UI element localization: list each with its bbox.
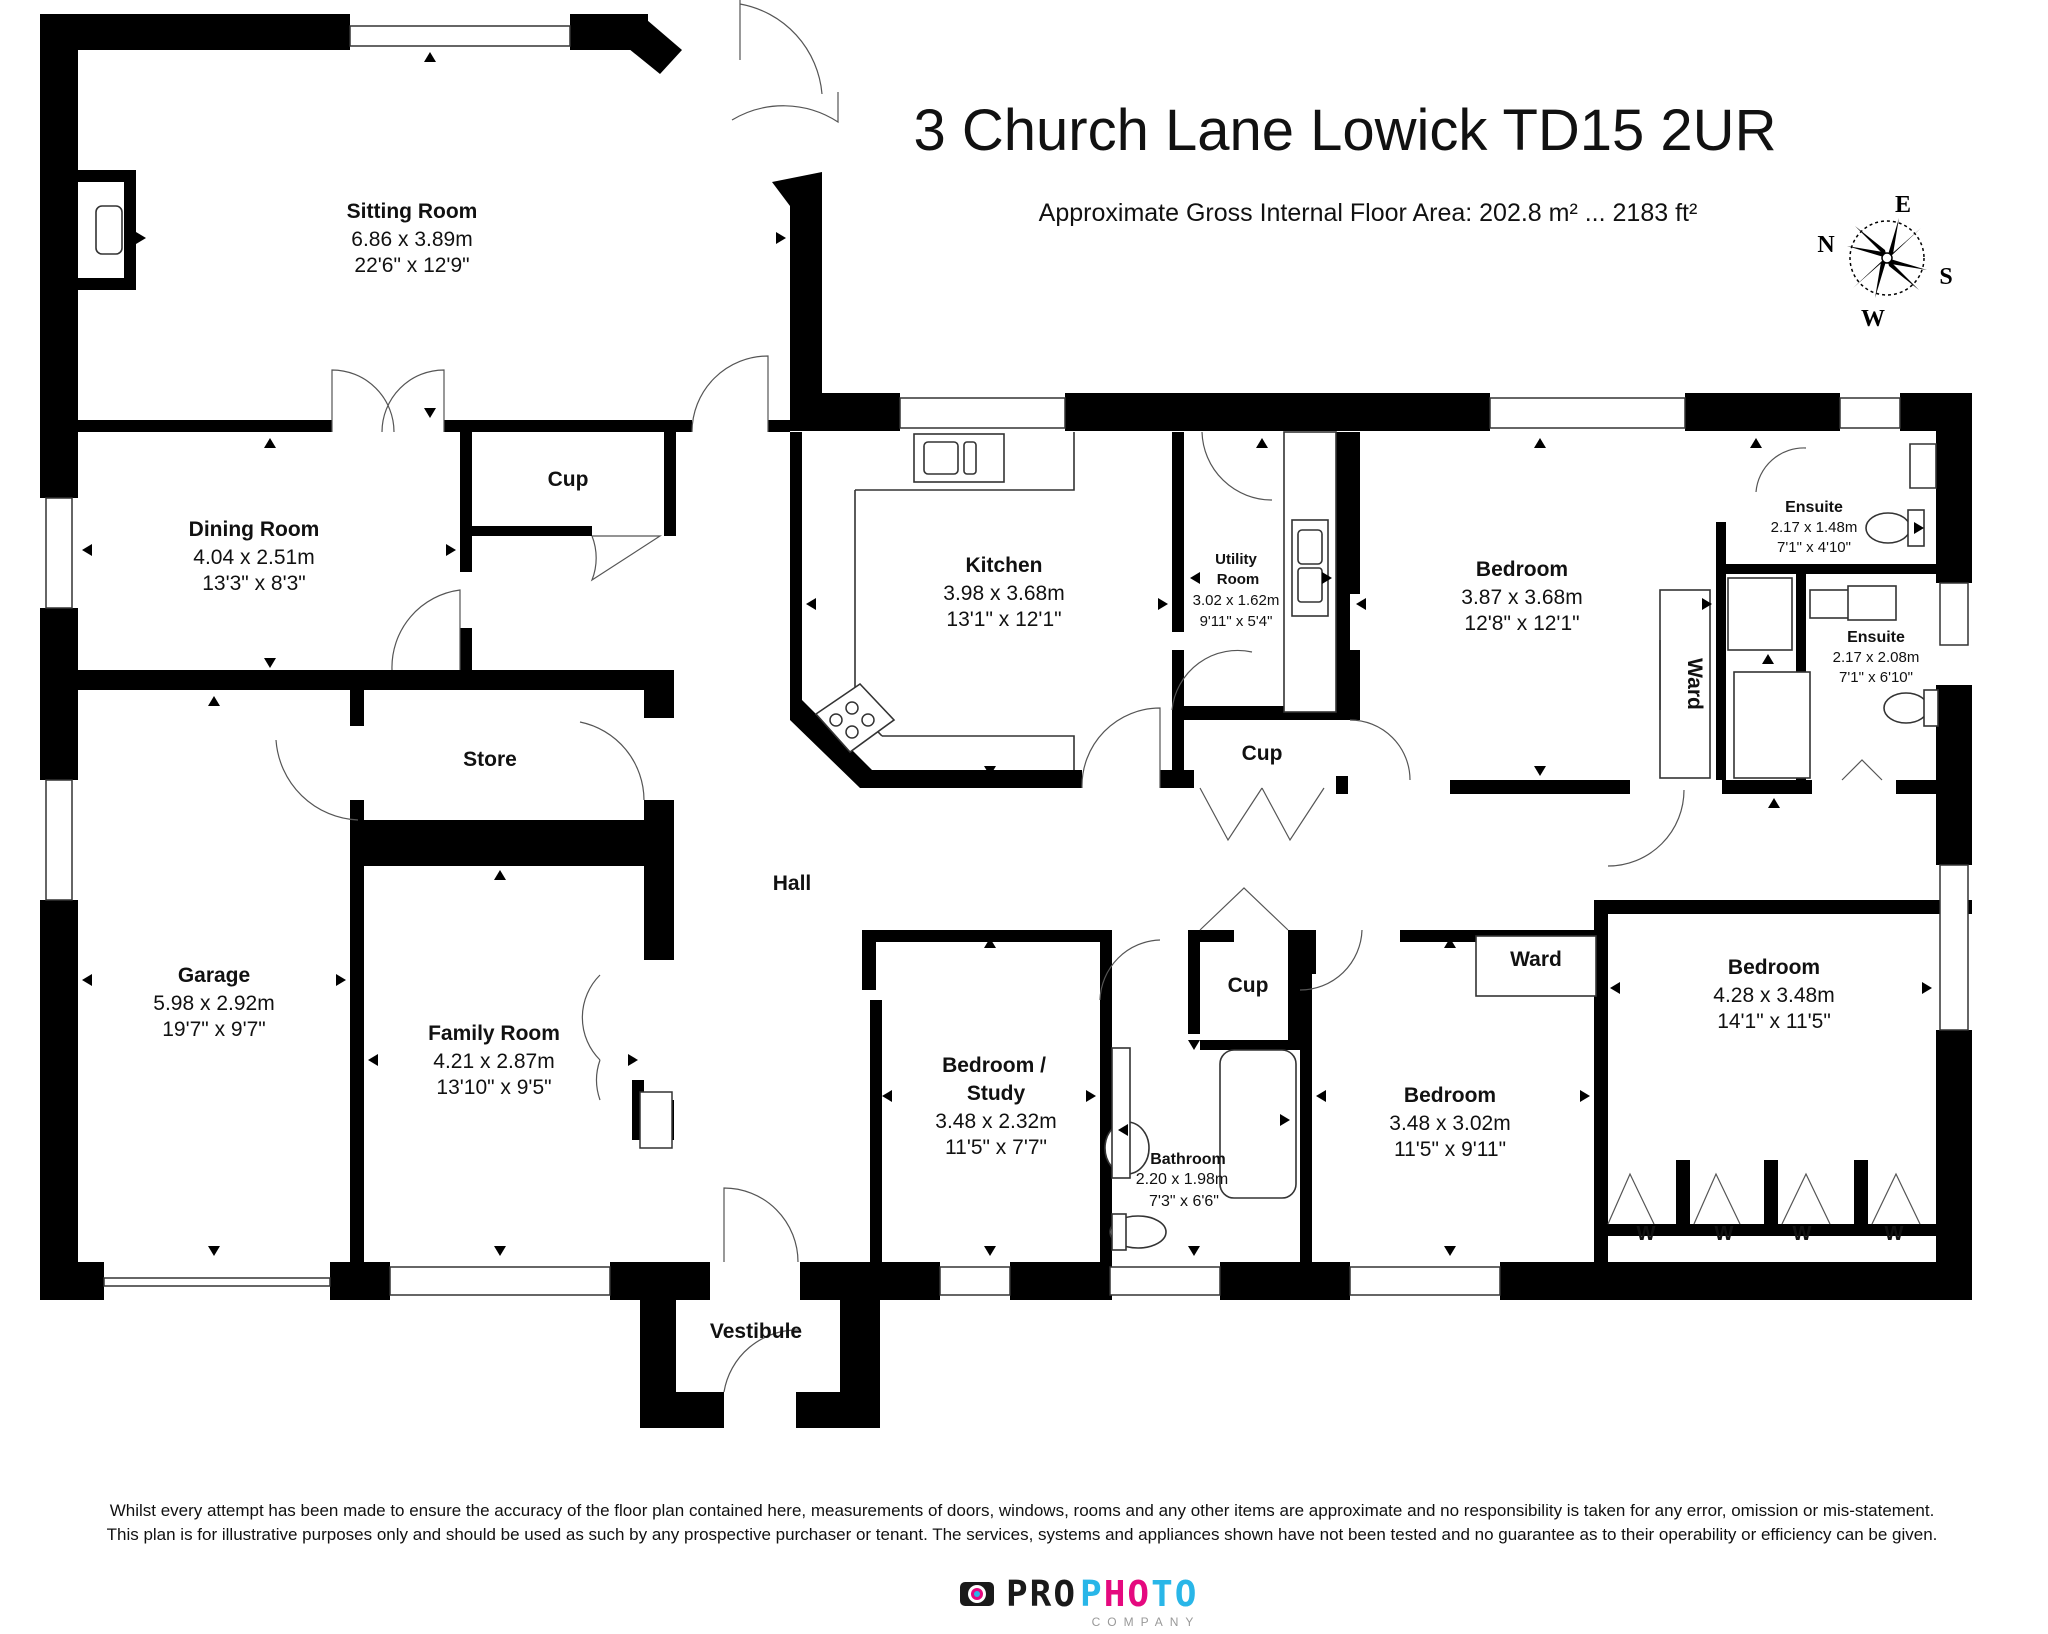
plan-title: 3 Church Lane Lowick TD15 2UR (914, 98, 1777, 163)
room-family: Family Room 4.21 x 2.87m 13'10" x 9'5" (428, 1022, 560, 1099)
room-bathroom: Bathroom 2.20 x 1.98m 7'3" x 6'6" (1136, 1151, 1229, 1210)
wardrobe-w-2: W (1715, 1223, 1734, 1245)
room-metric: 2.20 x 1.98m (1136, 1171, 1229, 1188)
wardrobe-w-3: W (1793, 1223, 1812, 1245)
room-imperial: 7'1" x 4'10" (1777, 539, 1851, 556)
room-imperial: 11'5" x 9'11" (1394, 1138, 1506, 1161)
room-metric: 3.87 x 3.68m (1461, 586, 1582, 609)
dimension-markers (82, 52, 1932, 1256)
room-dining: Dining Room 4.04 x 2.51m 13'3" x 8'3" (189, 518, 320, 595)
logo-photo: PHOTO (1080, 1574, 1198, 1615)
room-metric: 3.48 x 2.32m (935, 1110, 1056, 1133)
room-metric: 2.17 x 1.48m (1771, 519, 1858, 536)
room-imperial: 12'8" x 12'1" (1464, 612, 1579, 635)
fixtures (95, 205, 1939, 1251)
room-name: Utility (1215, 551, 1257, 568)
room-bedroom-2: Bedroom 3.48 x 3.02m 11'5" x 9'11" (1389, 1084, 1510, 1161)
room-garage: Garage 5.98 x 2.92m 19'7" x 9'7" (153, 964, 274, 1041)
room-metric: 3.98 x 3.68m (943, 582, 1064, 605)
fireplace-icon (95, 205, 123, 255)
room-ensuite-1: Ensuite 2.17 x 1.48m 7'1" x 4'10" (1771, 499, 1858, 556)
room-imperial: 7'1" x 6'10" (1839, 669, 1913, 686)
room-imperial: 13'1" x 12'1" (946, 608, 1061, 631)
compass-east-label: E (1895, 192, 1911, 218)
room-imperial: 22'6" x 12'9" (354, 254, 469, 277)
room-cup-3: Cup (1228, 974, 1269, 997)
prophoto-logo: PRO PHOTO COMPANY (960, 1574, 1201, 1629)
wardrobe-w-1: W (1637, 1223, 1656, 1245)
compass-south-label: S (1939, 264, 1952, 290)
room-metric: 4.21 x 2.87m (433, 1050, 554, 1073)
room-metric: 4.04 x 2.51m (193, 546, 314, 569)
room-store: Store (463, 748, 517, 771)
room-name: Dining Room (189, 518, 320, 541)
compass-icon (1847, 218, 1927, 298)
room-vestibule: Vestibule (710, 1320, 802, 1343)
toilet-icon (1865, 512, 1911, 544)
walls (40, 14, 1972, 1428)
room-name: Bedroom / (942, 1054, 1046, 1077)
room-imperial: 19'7" x 9'7" (162, 1018, 266, 1041)
room-ward-1: Ward (1683, 658, 1706, 710)
room-metric: 3.48 x 3.02m (1389, 1112, 1510, 1135)
room-name: Sitting Room (347, 200, 478, 223)
room-utility: Utility Room 3.02 x 1.62m 9'11" x 5'4" (1193, 551, 1280, 630)
room-name: Ensuite (1847, 629, 1905, 646)
room-study: Bedroom / Study 3.48 x 2.32m 11'5" x 7'7… (935, 1054, 1056, 1159)
room-imperial: 9'11" x 5'4" (1200, 613, 1273, 630)
room-name: Study (967, 1082, 1026, 1105)
logo-pro: PRO (1006, 1574, 1077, 1615)
room-name: Ensuite (1785, 499, 1843, 516)
disclaimer-line-1: Whilst every attempt has been made to en… (110, 1501, 1935, 1520)
room-metric: 2.17 x 2.08m (1833, 649, 1920, 666)
room-imperial: 14'1" x 11'5" (1717, 1010, 1831, 1033)
floor-area: Approximate Gross Internal Floor Area: 2… (1039, 199, 1698, 227)
room-name: Kitchen (965, 554, 1042, 577)
room-name: Garage (178, 964, 250, 987)
compass-north-label: N (1817, 232, 1835, 258)
room-sitting: Sitting Room 6.86 x 3.89m 22'6" x 12'9" (347, 200, 478, 277)
room-imperial: 7'3" x 6'6" (1149, 1193, 1219, 1210)
room-name: Room (1217, 571, 1260, 588)
room-ensuite-2: Ensuite 2.17 x 2.08m 7'1" x 6'10" (1833, 629, 1920, 686)
room-kitchen: Kitchen 3.98 x 3.68m 13'1" x 12'1" (943, 554, 1064, 631)
room-name: Bedroom (1476, 558, 1568, 581)
windows (45, 25, 1969, 1296)
hob-icon (814, 682, 896, 754)
room-name: Bathroom (1150, 1151, 1226, 1168)
camera-icon (960, 1582, 994, 1606)
door-swings (275, 0, 1921, 1393)
compass-west-label: W (1861, 306, 1885, 332)
wardrobe-w-4: W (1885, 1223, 1904, 1245)
room-imperial: 13'10" x 9'5" (436, 1076, 551, 1099)
logo-company: COMPANY (1092, 1615, 1201, 1629)
room-bedroom-1: Bedroom 3.87 x 3.68m 12'8" x 12'1" (1461, 558, 1582, 635)
room-metric: 3.02 x 1.62m (1193, 592, 1280, 609)
bath-icon (1219, 1049, 1297, 1199)
room-hall: Hall (773, 872, 812, 895)
room-metric: 4.28 x 3.48m (1713, 984, 1834, 1007)
room-imperial: 13'3" x 8'3" (202, 572, 306, 595)
room-name: Family Room (428, 1022, 560, 1045)
room-ward-2: Ward (1510, 948, 1562, 971)
room-bedroom-3: Bedroom 4.28 x 3.48m 14'1" x 11'5" (1713, 956, 1834, 1033)
wardrobe-rail-icon (1659, 589, 1711, 779)
room-imperial: 11'5" x 7'7" (945, 1136, 1047, 1159)
room-cup-2: Cup (1242, 742, 1283, 765)
room-name: Bedroom (1728, 956, 1820, 979)
room-cup-1: Cup (548, 468, 589, 491)
room-metric: 5.98 x 2.92m (153, 992, 274, 1015)
disclaimer-line-2: This plan is for illustrative purposes o… (107, 1525, 1938, 1544)
basin-icon (1847, 585, 1897, 621)
shower-icon (1733, 671, 1811, 779)
room-metric: 6.86 x 3.89m (351, 228, 472, 251)
room-name: Bedroom (1404, 1084, 1496, 1107)
